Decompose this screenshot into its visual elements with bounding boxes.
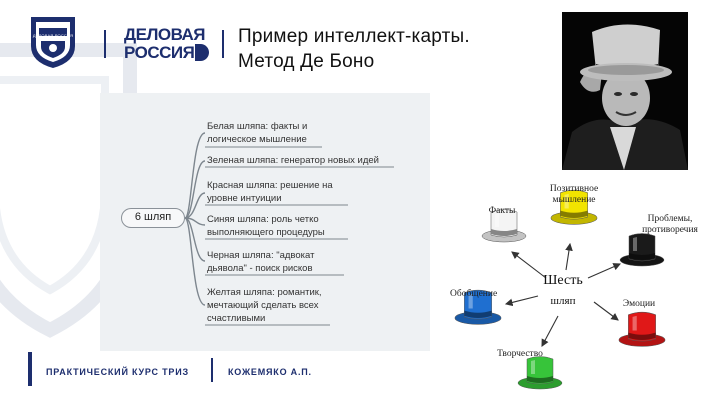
label-facts: Факты [488, 206, 516, 216]
mind-map-center-node: 6 шляп [121, 208, 185, 228]
hat-yellow-icon [550, 189, 598, 225]
footer-divider [211, 358, 213, 382]
mind-map-branch-red: Красная шляпа: решение на уровне интуици… [207, 180, 333, 204]
hat-white-icon [481, 209, 527, 243]
six-hats-graphic [454, 189, 666, 390]
slide-title-line2: Метод Де Боно [238, 51, 375, 72]
logo-text-line2: РОССИЯ [124, 44, 214, 62]
hat-red-icon [618, 311, 666, 347]
delovaya-rossiya-logo: ДЕЛОВАЯ РОССИЯ [124, 26, 214, 64]
mind-map-branch-white: Белая шляпа: факты и логическое мышление [207, 121, 308, 145]
logo-d-mark [195, 44, 210, 61]
label-positive: Позитивное мышление [549, 184, 599, 205]
label-problems: Проблемы, противоречия [642, 214, 698, 235]
label-emotions: Эмоции [622, 299, 656, 309]
arrow-to-positive [565, 242, 573, 271]
hub-word-hats: шляп [550, 295, 576, 307]
mind-map-branch-green: Зеленая шляпа: генератор новых идей [207, 155, 379, 166]
header-divider [104, 30, 106, 58]
arrow-to-creativity [541, 315, 559, 347]
footer-author: КОЖЕМЯКО А.П. [228, 367, 312, 377]
arrow-to-problems [587, 263, 622, 279]
slide-title: Пример интеллект-карты. Метод Де Боно [238, 24, 470, 74]
hat-blue-icon [454, 289, 502, 325]
slide-title-line1: Пример интеллект-карты. [238, 26, 470, 47]
top-hat-portrait [562, 12, 688, 170]
label-generalization: Обобщение [450, 289, 498, 299]
hub-word-six: Шесть [543, 273, 583, 288]
mind-map-connectors [184, 132, 394, 326]
mind-map: 6 шляп Белая шляпа: факты и логическое м… [100, 93, 430, 351]
logo-text-line1: ДЕЛОВАЯ [124, 25, 206, 44]
header-divider [222, 30, 224, 58]
arrow-to-facts [511, 251, 547, 279]
arrow-to-emotions [593, 301, 619, 321]
mind-map-branch-black: Черная шляпа: "адвокат дьявола" - поиск … [207, 250, 315, 274]
footer-course-name: ПРАКТИЧЕСКИЙ КУРС ТРИЗ [46, 367, 189, 377]
label-creativity: Творчество [497, 349, 543, 359]
footer-accent-bar [28, 352, 32, 386]
hat-black-icon [619, 233, 665, 267]
emblem-logo [31, 17, 75, 68]
emblem-text: ДЕЛОВАЯ РОССИЯ [32, 33, 74, 38]
hat-green-icon [517, 356, 563, 390]
six-hats-diagram: Факты Позитивное мышление Проблемы, прот… [438, 178, 720, 405]
mind-map-branch-blue: Синяя шляпа: роль четко выполняющего про… [207, 214, 325, 238]
mind-map-branch-yellow: Желтая шляпа: романтик, мечтающий сделат… [207, 287, 322, 324]
arrow-to-generalization [504, 295, 539, 307]
